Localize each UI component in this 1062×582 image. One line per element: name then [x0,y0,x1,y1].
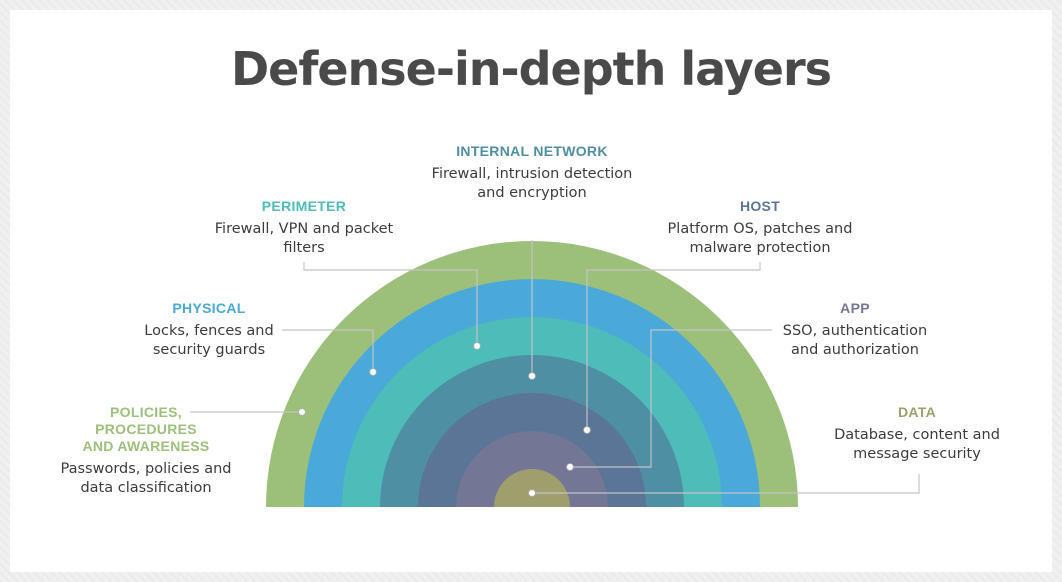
connector-physical [282,329,374,372]
data-desc-line-2: message security [853,446,981,462]
app-heading: APP [840,300,870,316]
host-description: Platform OS, patches and malware protect… [640,220,880,258]
policies-heading-line-1: POLICIES, [110,404,182,420]
marker-host [583,426,591,434]
policies-description: Passwords, policies and data classificat… [40,460,252,498]
internal-network-description: Firewall, intrusion detection and encryp… [402,165,662,203]
marker-data [528,489,536,497]
perimeter-description: Firewall, VPN and packet filters [184,220,424,258]
physical-desc-line-2: security guards [152,342,266,358]
label-perimeter: PERIMETER Firewall, VPN and packet filte… [184,198,424,258]
host-desc-line-2: malware protection [689,240,831,256]
label-host: HOST Platform OS, patches and malware pr… [640,198,880,258]
data-heading: DATA [897,404,936,420]
connector-data [532,474,920,494]
page-title: Defense-in-depth layers [230,42,832,96]
label-internal-network: INTERNAL NETWORK Firewall, intrusion det… [402,143,662,203]
connector-app [570,329,772,468]
perimeter-desc-line-1: Firewall, VPN and packet [214,221,394,237]
marker-app [566,463,574,471]
label-data: DATA Database, content and message secur… [812,404,1022,464]
app-desc-line-2: and authorization [791,342,919,358]
label-app: APP SSO, authentication and authorizatio… [760,300,950,360]
data-desc-line-1: Database, content and [834,427,1000,443]
marker-physical [369,368,377,376]
app-desc-line-1: SSO, authentication [782,323,928,339]
marker-policies [298,408,306,416]
marker-perimeter [473,342,481,350]
host-desc-line-1: Platform OS, patches and [667,221,853,237]
marker-internal-network [528,372,536,380]
internal-network-desc-line-2: and encryption [477,185,587,201]
physical-desc-line-1: Locks, fences and [144,323,274,339]
label-physical: PHYSICAL Locks, fences and security guar… [104,300,314,360]
policies-heading-line-2: PROCEDURES [95,421,197,437]
perimeter-desc-line-2: filters [283,240,325,256]
internal-network-heading: INTERNAL NETWORK [456,143,608,159]
connector-host [586,262,761,430]
physical-heading: PHYSICAL [172,300,246,316]
perimeter-heading: PERIMETER [261,198,347,214]
app-description: SSO, authentication and authorization [760,322,950,360]
policies-heading-line-3: AND AWARENESS [82,438,210,454]
physical-description: Locks, fences and security guards [104,322,314,360]
policies-desc-line-2: data classification [80,480,212,496]
host-heading: HOST [739,198,781,214]
policies-desc-line-1: Passwords, policies and [60,461,232,477]
connector-perimeter [303,262,478,346]
data-description: Database, content and message security [812,426,1022,464]
label-policies: POLICIES, PROCEDURES AND AWARENESS Passw… [40,404,252,498]
policies-heading: POLICIES, PROCEDURES AND AWARENESS [40,404,252,455]
layer-data-arc [494,469,570,507]
internal-network-desc-line-1: Firewall, intrusion detection [431,166,633,182]
